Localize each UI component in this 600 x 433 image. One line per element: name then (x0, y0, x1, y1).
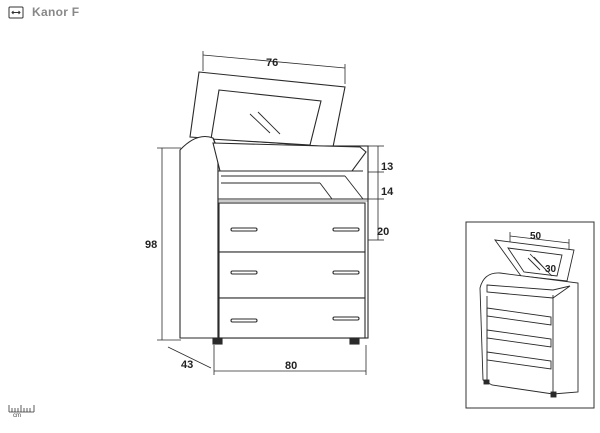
dimension-lines (157, 51, 384, 375)
mirror-lid (189, 71, 346, 148)
inset-mirror-lid (494, 239, 575, 282)
inset-dim-mirror-width: 50 (530, 231, 542, 242)
dim-top-compartment: 13 (381, 161, 393, 173)
dim-open-shelf: 14 (381, 186, 394, 198)
foot-right (349, 337, 360, 345)
dim-width: 80 (285, 360, 297, 372)
dresser-drawing (179, 71, 369, 345)
product-title: Kanor F (32, 5, 80, 19)
handle-d2-left (230, 270, 258, 275)
inset-panel: 50 30 (465, 221, 595, 409)
foot-left (212, 337, 223, 345)
inset-body (479, 272, 579, 395)
handle-d2-right (332, 270, 360, 275)
top-compartment (212, 142, 367, 172)
drawer-handles (230, 227, 360, 323)
dim-top-width: 76 (266, 57, 278, 69)
handle-d3-left (230, 318, 258, 323)
dim-depth: 43 (181, 359, 193, 371)
handle-d1-left (230, 227, 258, 232)
inset-dim-mirror-height: 30 (545, 264, 557, 275)
handle-d3-right (332, 316, 360, 321)
side-panel (179, 135, 219, 339)
open-shelf (221, 175, 364, 200)
drawer-2 (218, 251, 366, 299)
scale-bar-icon (8, 405, 35, 413)
handle-d1-right (332, 227, 360, 232)
dim-drawer-height: 20 (377, 226, 389, 238)
dim-height: 98 (145, 239, 157, 251)
scale-unit-label: cm (13, 413, 21, 419)
width-arrows-icon (8, 6, 24, 19)
